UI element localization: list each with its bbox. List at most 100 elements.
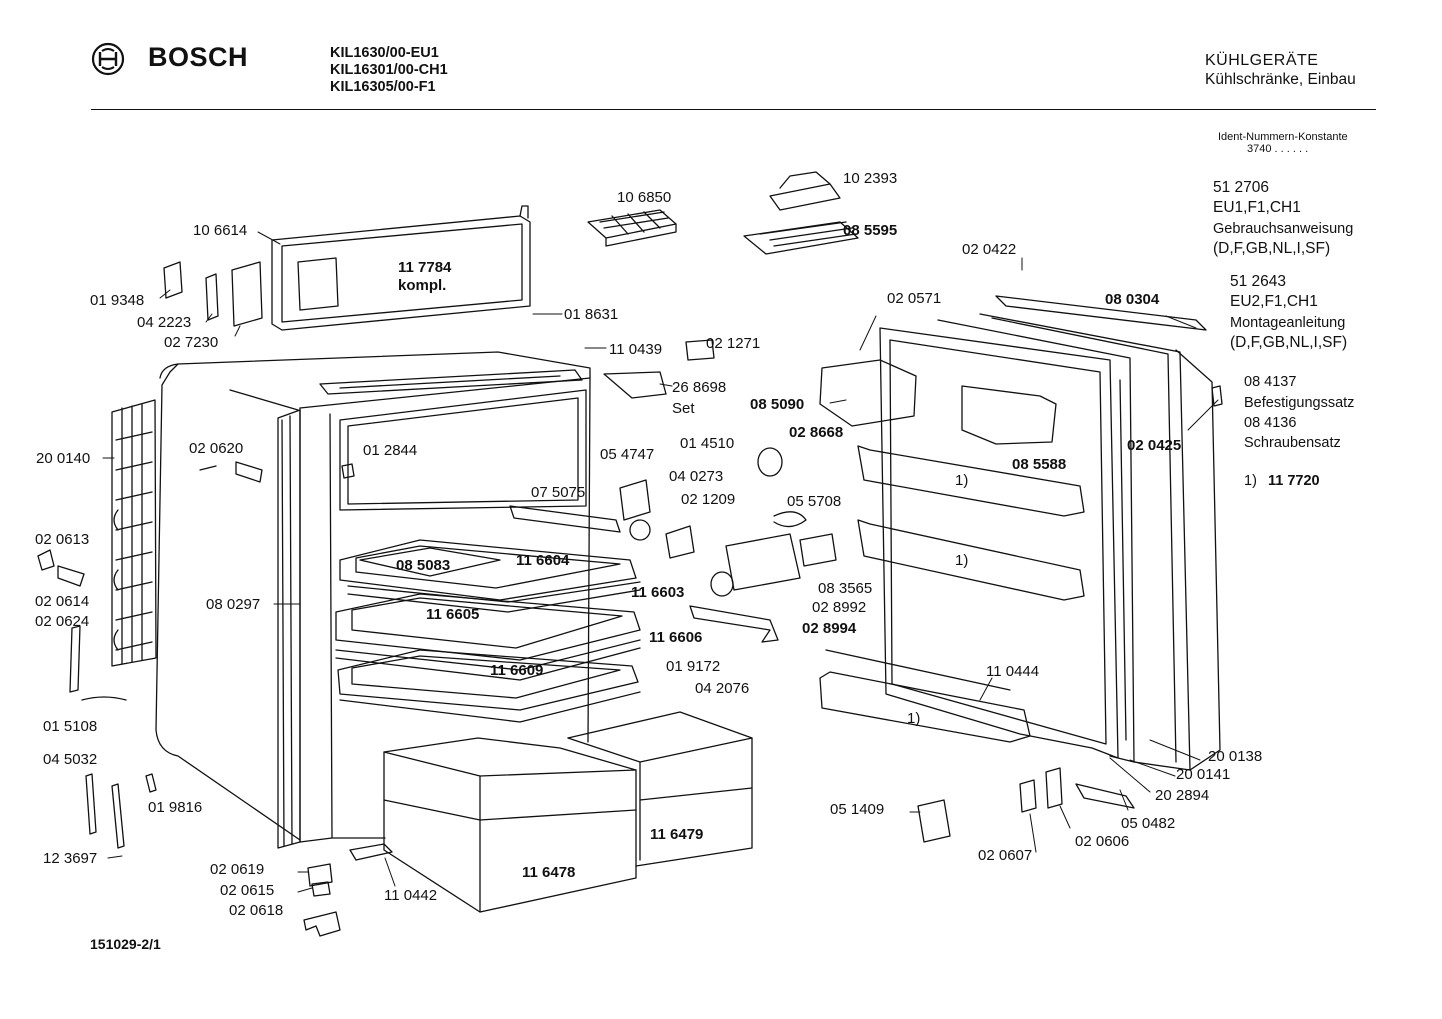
lamp-parts — [510, 448, 836, 642]
ident-label: Ident-Nummern-Konstante — [1218, 131, 1348, 143]
part-label: 04 2223 — [137, 314, 192, 331]
part-label: 02 1271 — [706, 335, 761, 352]
part-label: 02 8994 — [802, 620, 857, 637]
part-label: 10 2393 — [843, 170, 898, 187]
part-label: kompl. — [398, 277, 447, 294]
note-description: Montageanleitung — [1230, 315, 1346, 331]
footnote-part: 11 7720 — [1268, 473, 1320, 489]
part-label: 08 0297 — [206, 596, 261, 613]
brand-name: BOSCH — [148, 42, 249, 72]
part-label: 01 8631 — [564, 306, 619, 323]
part-label: 11 6604 — [516, 552, 570, 569]
part-label: 20 2894 — [1155, 787, 1210, 804]
part-label: 08 0304 — [1105, 291, 1160, 308]
note-description: Gebrauchsanweisung — [1213, 221, 1354, 237]
leader-lines — [103, 232, 1218, 892]
part-label: 02 0613 — [35, 531, 90, 548]
model-number: KIL16301/00-CH1 — [330, 62, 448, 78]
door-assembly — [820, 296, 1220, 770]
ice-trays — [588, 172, 858, 254]
part-label: 02 1209 — [681, 491, 736, 508]
part-label: 08 5083 — [396, 557, 451, 574]
note-number: 51 2706 — [1213, 179, 1270, 196]
part-label: 08 3565 — [818, 580, 873, 597]
part-label: 04 0273 — [669, 468, 724, 485]
part-label: 04 5032 — [43, 751, 98, 768]
part-label: 05 5708 — [787, 493, 842, 510]
part-label: 12 3697 — [43, 850, 98, 867]
part-label: 02 0619 — [210, 861, 265, 878]
part-label: 02 0425 — [1127, 437, 1182, 454]
part-label: 05 0482 — [1121, 815, 1176, 832]
note-description: Schraubensatz — [1244, 435, 1341, 451]
part-label: 20 0138 — [1208, 748, 1263, 765]
note-languages: (D,F,GB,NL,I,SF) — [1230, 334, 1348, 351]
part-label: 11 6478 — [522, 864, 576, 881]
part-label: 11 6606 — [649, 629, 703, 646]
part-label: 04 2076 — [695, 680, 750, 697]
model-number: KIL16305/00-F1 — [330, 79, 436, 95]
part-label: 08 5588 — [1012, 456, 1067, 473]
part-label: 02 0422 — [962, 241, 1017, 258]
part-label: 01 4510 — [680, 435, 735, 452]
part-label: 1) — [955, 552, 969, 569]
note-variants: EU1,F1,CH1 — [1213, 199, 1301, 216]
cabinet-body — [156, 352, 590, 848]
part-label: 01 9172 — [666, 658, 721, 675]
part-label: 20 0141 — [1176, 766, 1231, 783]
category-title: KÜHLGERÄTE — [1205, 52, 1319, 69]
part-label: 11 6605 — [426, 606, 480, 623]
crisper-drawers — [384, 712, 752, 912]
part-label: 02 0607 — [978, 847, 1033, 864]
part-label: 02 0615 — [220, 882, 275, 899]
part-label: 11 6479 — [650, 826, 704, 843]
part-label: 02 0618 — [229, 902, 284, 919]
footnote-ref: 1) — [1244, 473, 1257, 489]
part-label: 11 6609 — [490, 662, 544, 679]
part-label: 05 1409 — [830, 801, 885, 818]
category-subtitle: Kühlschränke, Einbau — [1205, 71, 1356, 88]
part-label: 02 0606 — [1075, 833, 1130, 850]
top-cover-panel — [272, 206, 530, 330]
note-languages: (D,F,GB,NL,I,SF) — [1213, 240, 1331, 257]
part-label: 01 5108 — [43, 718, 98, 735]
part-label: 11 0439 — [609, 341, 663, 358]
part-label: 01 9348 — [90, 292, 145, 309]
part-label: Set — [672, 400, 695, 417]
hinge-parts — [164, 262, 262, 326]
header-divider — [91, 109, 1376, 110]
part-label: 08 5090 — [750, 396, 805, 413]
part-label: 08 5595 — [843, 222, 898, 239]
part-label: 02 8992 — [812, 599, 867, 616]
part-label: 01 2844 — [363, 442, 418, 459]
part-label: 20 0140 — [36, 450, 91, 467]
drawing-code: 151029-2/1 — [90, 936, 161, 952]
part-label: 05 4747 — [600, 446, 655, 463]
bosch-logo-icon — [91, 42, 125, 76]
part-label: 02 8668 — [789, 424, 844, 441]
part-label: 11 0442 — [384, 887, 438, 904]
note-description: Befestigungssatz — [1244, 395, 1355, 411]
part-label: 02 0624 — [35, 613, 90, 630]
fastener-parts — [38, 340, 1222, 936]
note-number: 51 2643 — [1230, 273, 1287, 290]
note-number: 08 4136 — [1244, 415, 1297, 431]
part-label: 02 0620 — [189, 440, 244, 457]
ident-value: 3740 . . . . . . — [1247, 143, 1309, 155]
part-label: 02 7230 — [164, 334, 219, 351]
part-label: 26 8698 — [672, 379, 727, 396]
shelves — [336, 540, 640, 722]
condenser-coil — [112, 400, 156, 666]
part-label: 10 6850 — [617, 189, 672, 206]
part-label: 07 5075 — [531, 484, 586, 501]
part-label: 02 0614 — [35, 593, 90, 610]
part-label: 01 9816 — [148, 799, 203, 816]
part-label: 1) — [955, 472, 969, 489]
part-label: 11 7784 — [398, 259, 452, 276]
model-number: KIL1630/00-EU1 — [330, 45, 439, 61]
part-label: 11 0444 — [986, 663, 1040, 680]
note-variants: EU2,F1,CH1 — [1230, 293, 1318, 310]
part-label: 11 6603 — [631, 584, 685, 601]
note-number: 08 4137 — [1244, 374, 1297, 390]
